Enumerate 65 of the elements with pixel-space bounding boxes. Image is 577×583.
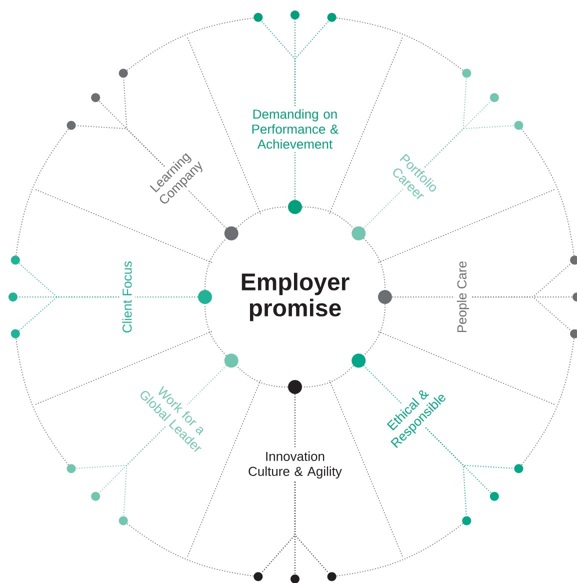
- small-dot: [66, 464, 76, 474]
- small-dot: [327, 12, 336, 22]
- dotted-connector: [472, 296, 572, 332]
- dotted-connector: [236, 206, 288, 229]
- small-dot: [66, 120, 76, 130]
- dotted-connector: [521, 338, 574, 466]
- dotted-connector: [336, 523, 464, 576]
- small-dot: [91, 492, 100, 501]
- small-dot: [490, 93, 499, 102]
- dotted-connector: [18, 262, 120, 298]
- large-dot: [198, 290, 212, 304]
- small-dot: [462, 68, 472, 78]
- dotted-connector: [521, 128, 574, 256]
- dotted-connector: [16, 338, 69, 466]
- large-dot: [352, 226, 366, 240]
- theme-label: Client Focus: [122, 261, 132, 332]
- dotted-connector: [363, 238, 386, 290]
- small-dot: [8, 292, 18, 302]
- dotted-connector: [123, 78, 165, 167]
- small-dot: [514, 464, 524, 474]
- dotted-connector: [294, 394, 296, 449]
- dotted-connector: [260, 481, 296, 574]
- large-dot: [224, 354, 238, 368]
- dotted-connector: [186, 365, 227, 406]
- small-dot: [490, 492, 499, 501]
- small-dot: [10, 329, 20, 338]
- theme-label: Innovation Culture & Agility: [248, 451, 342, 479]
- small-dot: [462, 516, 472, 526]
- small-dot: [327, 572, 336, 582]
- dotted-connector: [302, 365, 354, 388]
- small-dot: [290, 10, 300, 20]
- dotted-connector: [126, 523, 254, 576]
- large-dot: [352, 354, 366, 368]
- small-dot: [10, 256, 20, 265]
- dotted-connector: [425, 427, 467, 516]
- dotted-connector: [294, 20, 330, 106]
- dotted-connector: [76, 426, 166, 469]
- dotted-connector: [126, 18, 254, 71]
- small-dot: [118, 516, 128, 526]
- small-dot: [254, 12, 263, 22]
- dotted-connector: [204, 304, 227, 356]
- small-dot: [91, 93, 100, 102]
- large-dot: [378, 290, 392, 304]
- small-dot: [254, 572, 263, 582]
- dotted-connector: [188, 190, 227, 229]
- theme-label: Demanding on Performance & Achievement: [252, 109, 338, 149]
- dotted-connector: [236, 365, 288, 388]
- large-dot: [224, 226, 238, 240]
- large-dot: [288, 380, 302, 394]
- dotted-connector: [16, 128, 69, 256]
- small-dot: [118, 68, 128, 78]
- dotted-connector: [363, 188, 404, 229]
- dotted-connector: [204, 238, 227, 290]
- center-title: Employer promise: [242, 272, 350, 322]
- dotted-connector: [392, 296, 454, 298]
- dotted-connector: [294, 152, 296, 200]
- small-dot: [514, 120, 524, 130]
- dotted-connector: [302, 206, 354, 229]
- theme-label: People Care: [456, 261, 470, 332]
- dotted-connector: [363, 365, 402, 404]
- dotted-connector: [424, 125, 514, 168]
- dotted-connector: [336, 18, 464, 71]
- dotted-connector: [363, 304, 386, 356]
- large-dot: [288, 200, 302, 214]
- dotted-connector: [134, 296, 198, 298]
